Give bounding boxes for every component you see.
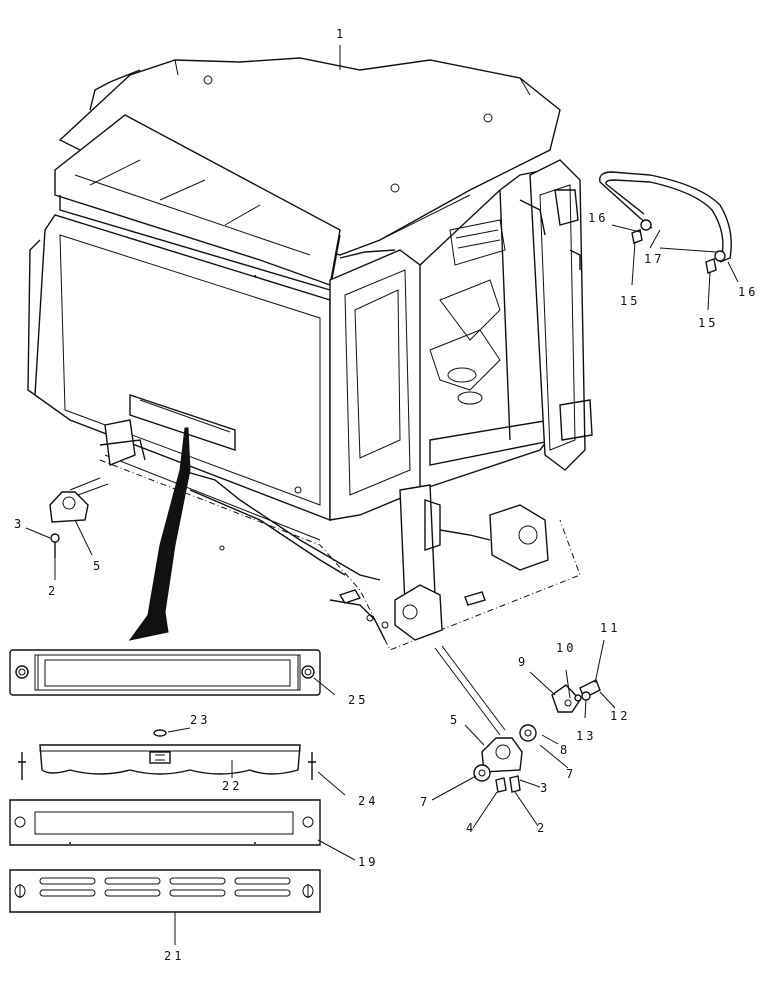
cab-assembly (27, 57, 593, 651)
callout-16-upper: 16 (588, 211, 608, 225)
callout-19: 19 (358, 855, 378, 869)
callout-17: 17 (644, 252, 664, 266)
callout-3-right: 3 (540, 781, 550, 795)
callout-25: 25 (348, 693, 368, 707)
callout-16-lower: 16 (738, 285, 758, 299)
callout-15-lower: 15 (698, 316, 718, 330)
callout-24: 24 (358, 794, 378, 808)
panel-25-vent-housing (9, 649, 336, 696)
callout-5-left: 5 (93, 559, 103, 573)
callout-2-left: 2 (48, 584, 58, 598)
callout-5-right: 5 (450, 713, 460, 727)
panel-21-louvered-grille (9, 869, 321, 945)
mount-bracket-hardware (529, 639, 616, 719)
grab-handle-assembly (599, 171, 739, 311)
callout-8: 8 (560, 743, 570, 757)
callout-21: 21 (164, 949, 184, 963)
callout-1: 1 (336, 27, 346, 41)
callout-11: 11 (600, 621, 620, 635)
isolator-mount-left (25, 477, 109, 580)
isolator-mount-right (431, 645, 569, 829)
callout-15-upper: 15 (620, 294, 640, 308)
callout-7-left: 7 (420, 795, 430, 809)
panel-22-filter-assembly (18, 727, 346, 796)
callout-22: 22 (222, 779, 242, 793)
callout-9: 9 (518, 655, 528, 669)
detail-pointer-arrow (128, 427, 191, 641)
callout-4: 4 (466, 821, 476, 835)
callout-7-right: 7 (566, 767, 576, 781)
panel-19-frame (9, 799, 356, 861)
callout-13: 13 (576, 729, 596, 743)
callout-2-right: 2 (537, 821, 547, 835)
callout-12: 12 (610, 709, 630, 723)
callout-23: 23 (190, 713, 210, 727)
callout-3-left: 3 (14, 517, 24, 531)
callout-10: 10 (556, 641, 576, 655)
